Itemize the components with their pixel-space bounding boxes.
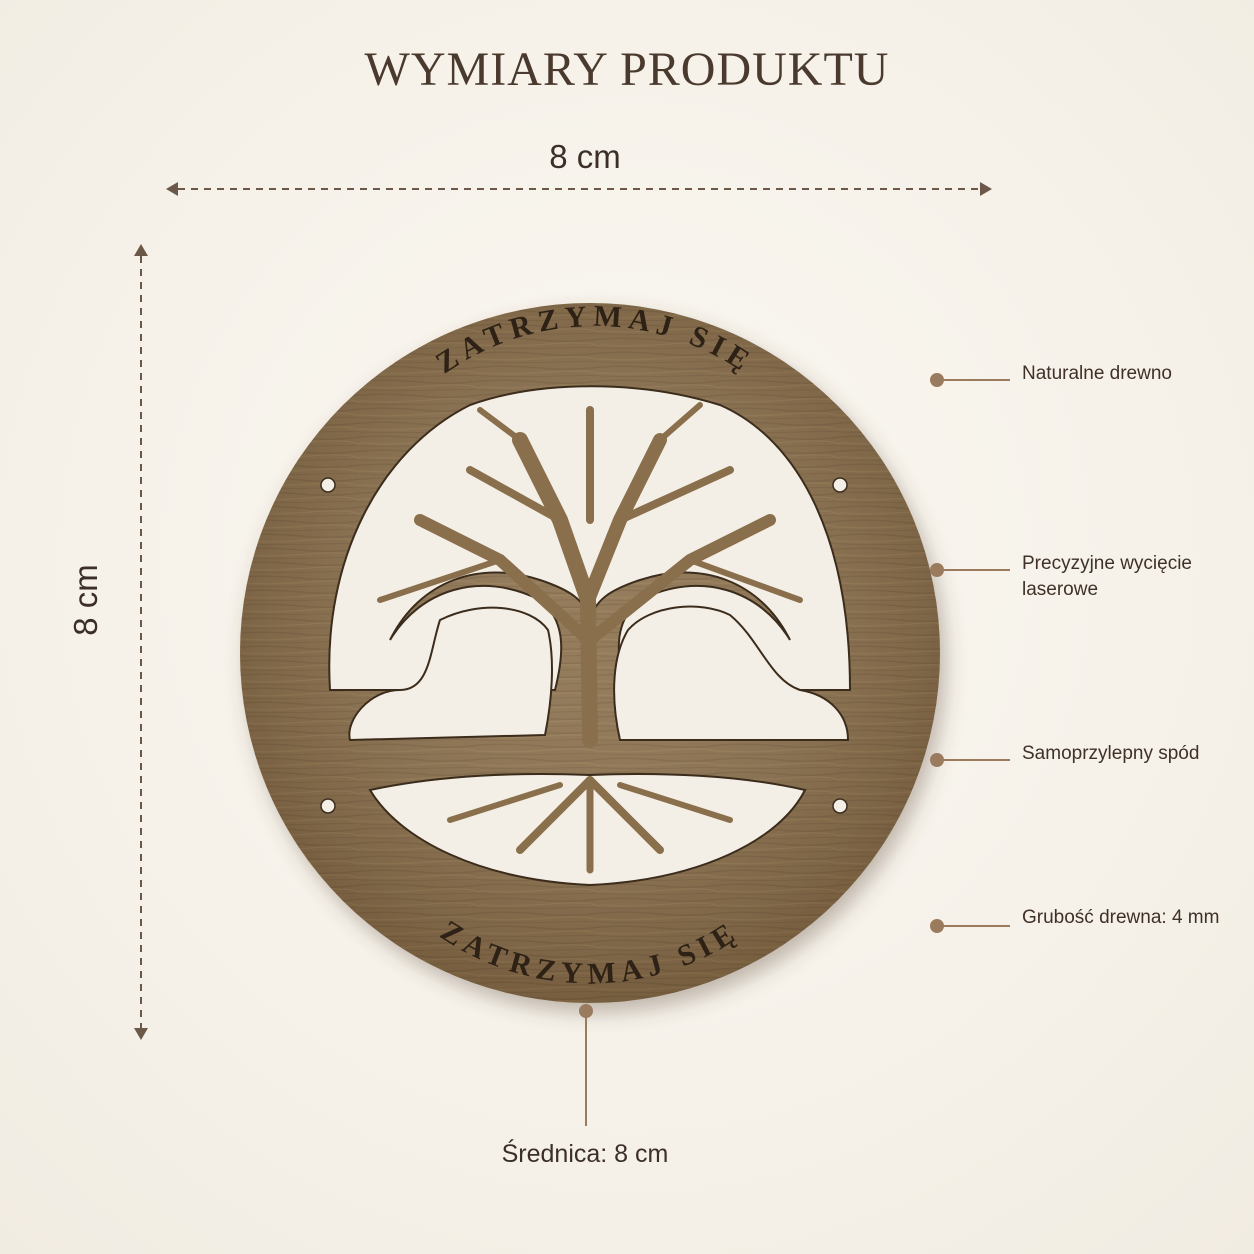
callout-wood-thickness: Grubość drewna: 4 mm	[1022, 907, 1220, 928]
callout-leaders	[930, 373, 1010, 933]
width-dimension-arrow	[166, 182, 992, 196]
diameter-label: Średnica: 8 cm	[501, 1140, 669, 1168]
height-dimension-arrow	[134, 244, 148, 1040]
callout-natural-wood: Naturalne drewno	[1022, 363, 1172, 384]
page-title: WYMIARY PRODUKTU	[364, 43, 890, 96]
callout-self-adhesive: Samoprzylepny spód	[1022, 743, 1200, 764]
callout-laser-cut: Precyzyjne wycięcie laserowe	[1022, 553, 1192, 600]
mounting-holes	[320, 477, 848, 814]
tree-of-life-cutout	[328, 385, 852, 887]
tree-branches	[377, 402, 803, 874]
diameter-leader	[579, 1004, 593, 1126]
width-dimension-label: 8 cm	[549, 138, 621, 175]
